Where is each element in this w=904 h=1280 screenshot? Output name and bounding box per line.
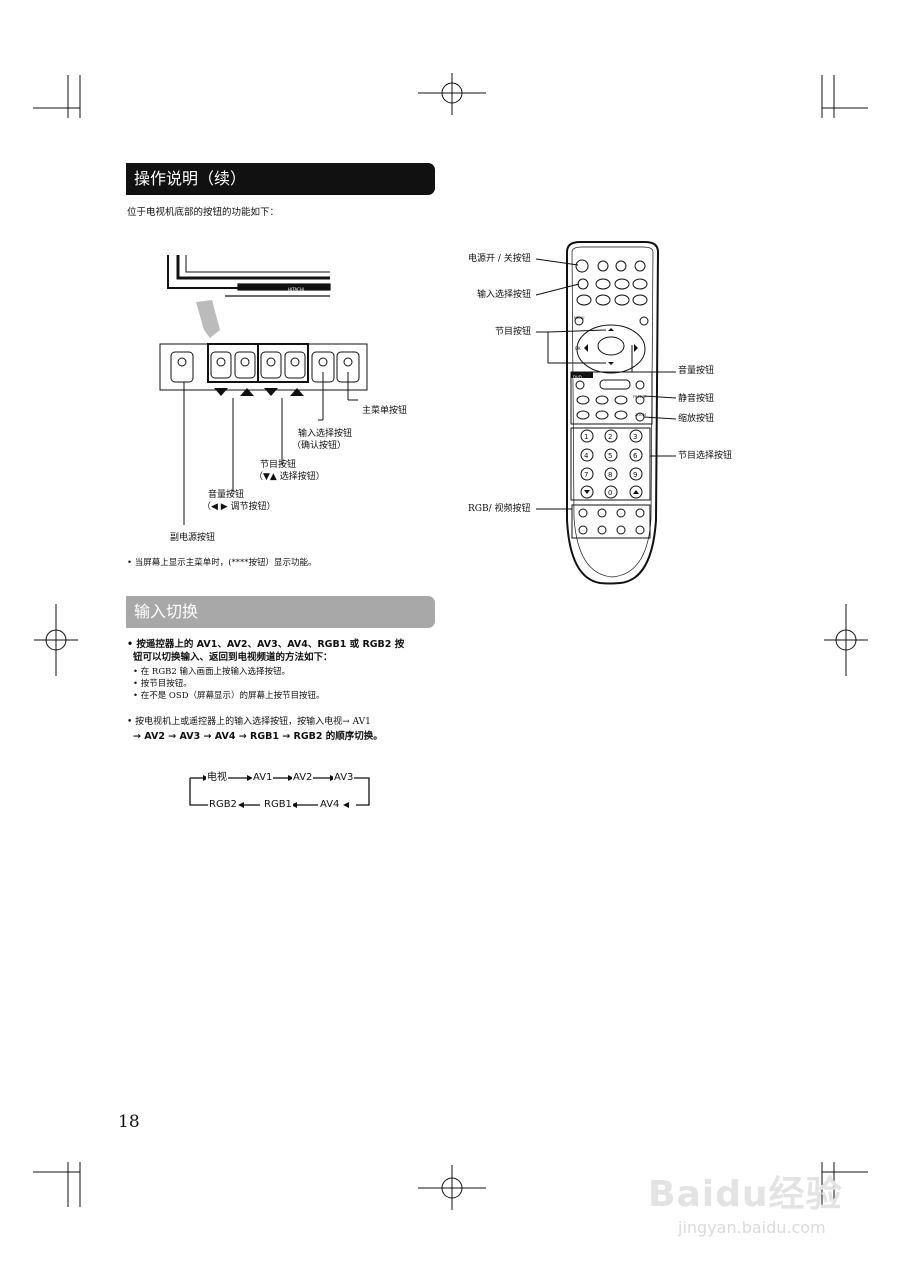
tv-btn-1 bbox=[170, 351, 194, 383]
intro-text: 位于电视机底部的按钮的功能如下： bbox=[127, 207, 280, 218]
key-2: 2 bbox=[608, 433, 613, 441]
page-number: 18 bbox=[118, 1112, 140, 1132]
remote-label-rgb: RGB/ 视频按钮 bbox=[468, 504, 531, 514]
watermark-url: jingyan.baidu.com bbox=[678, 1218, 826, 1237]
sub-bullet-2: • 按节目按钮。 bbox=[133, 679, 192, 689]
key-9: 9 bbox=[633, 471, 638, 479]
key-3: 3 bbox=[633, 433, 638, 441]
flow-rgb2: RGB2 bbox=[208, 799, 238, 811]
remote-zoom: ZOOM bbox=[635, 413, 646, 417]
remote-menu: MENU bbox=[574, 316, 585, 320]
remote-freeze: FREEZE bbox=[633, 395, 647, 399]
label-program: 节目按钮 bbox=[260, 460, 297, 470]
label-main-menu: 主菜单按钮 bbox=[362, 406, 408, 416]
remote-label-program: 节目按钮 bbox=[495, 327, 532, 337]
key-0: 0 bbox=[608, 489, 613, 497]
key-8: 8 bbox=[608, 471, 613, 479]
bullet2-line2: → AV2 → AV3 → AV4 → RGB1 → RGB2 的顺序切换。 bbox=[133, 731, 383, 742]
bullet2-line1: • 按电视机上或遥控器上的输入选择按钮，按输入电视→ AV1 bbox=[127, 717, 371, 727]
remote-label-volume: 音量按钮 bbox=[678, 366, 715, 376]
flow-av3: AV3 bbox=[333, 772, 355, 784]
flow-rgb1: RGB1 bbox=[263, 799, 293, 811]
label-volume: 音量按钮 bbox=[208, 490, 245, 500]
section-title-input-switch: 输入切换 bbox=[126, 596, 435, 628]
remote-ok: OK bbox=[575, 346, 581, 351]
label-program-sub: （▼▲ 选择按钮） bbox=[254, 472, 325, 482]
flow-tv: 电视 bbox=[206, 772, 228, 784]
flow-av4: AV4 bbox=[319, 799, 341, 811]
remote-label-program-select: 节目选择按钮 bbox=[678, 451, 733, 461]
sub-bullet-3: • 在不是 OSD（屏幕显示）的屏幕上按节目按钮。 bbox=[133, 691, 325, 701]
remote-dvd: DVD bbox=[573, 375, 582, 380]
sub-bullet-1: • 在 RGB2 输入画面上按输入选择按钮。 bbox=[133, 667, 290, 677]
remote-label-input: 输入选择按钮 bbox=[477, 290, 532, 300]
bullet1-line2: 钮可以切换输入、返回到电视频道的方法如下： bbox=[133, 652, 333, 663]
key-5: 5 bbox=[608, 452, 613, 460]
brand-label: HITACHI bbox=[288, 287, 304, 292]
label-input-select-sub: （确认按钮） bbox=[292, 441, 347, 451]
section-title-operation: 操作说明（续） bbox=[126, 163, 435, 195]
label-input-select: 输入选择按钮 bbox=[298, 429, 353, 439]
remote-label-power: 电源开 / 关按钮 bbox=[468, 254, 531, 264]
label-sub-power: 副电源按钮 bbox=[170, 533, 216, 543]
label-volume-sub: （◀ ▶ 调节按钮） bbox=[202, 502, 276, 512]
key-4: 4 bbox=[584, 452, 589, 460]
remote-label-zoom: 缩放按钮 bbox=[678, 414, 715, 424]
remote-label-mute: 静音按钮 bbox=[678, 394, 715, 404]
key-1: 1 bbox=[584, 433, 589, 441]
bullet1-line1: • 按遥控器上的 AV1、AV2、AV3、AV4、RGB1 或 RGB2 按 bbox=[127, 639, 405, 650]
key-7: 7 bbox=[584, 471, 589, 479]
flow-av1: AV1 bbox=[252, 772, 274, 784]
key-6: 6 bbox=[633, 452, 638, 460]
watermark-logo: Baidu经验 bbox=[648, 1174, 843, 1215]
note-text: • 当屏幕上显示主菜单时，(****按钮）显示功能。 bbox=[127, 558, 317, 568]
flow-av2: AV2 bbox=[292, 772, 314, 784]
